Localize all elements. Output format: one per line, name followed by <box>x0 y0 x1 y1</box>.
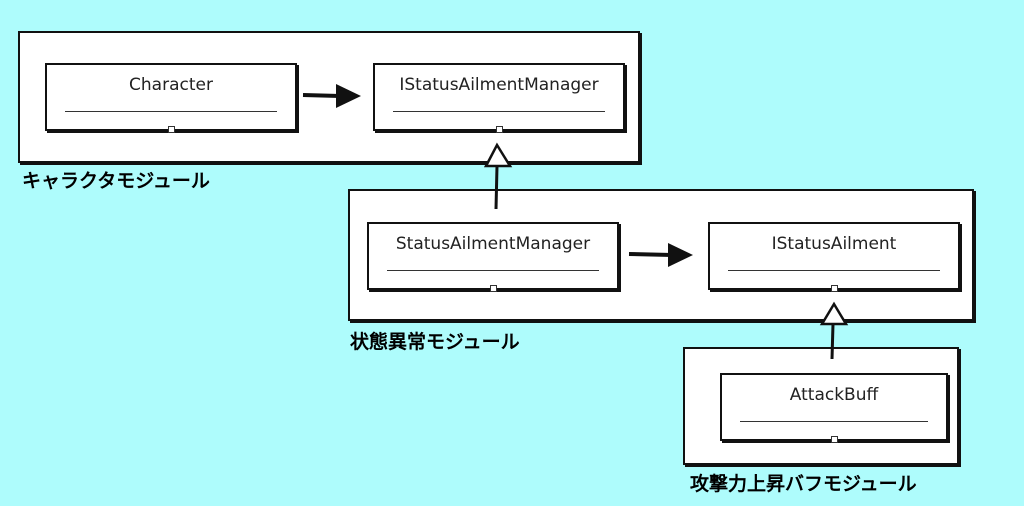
class-divider <box>65 111 277 112</box>
class-istatus-ailment-manager-name: IStatusAilmentManager <box>399 75 599 95</box>
class-istatus-ailment-manager[interactable]: IStatusAilmentManager <box>373 63 625 133</box>
realization-arrow-status-manager <box>483 142 513 210</box>
attack-buff-module-label: 攻撃力上昇バフモジュール <box>690 473 917 495</box>
resize-handle[interactable] <box>490 285 497 292</box>
dependency-arrow-status-manager <box>628 243 693 267</box>
class-character[interactable]: Character <box>45 63 297 133</box>
class-divider <box>740 421 928 422</box>
class-character-name: Character <box>129 75 213 95</box>
resize-handle[interactable] <box>831 436 838 443</box>
dependency-arrow-character <box>302 84 361 108</box>
resize-handle[interactable] <box>831 285 838 292</box>
class-status-ailment-manager[interactable]: StatusAilmentManager <box>367 222 619 292</box>
character-module-label: キャラクタモジュール <box>22 170 210 192</box>
class-istatus-ailment[interactable]: IStatusAilment <box>708 222 960 292</box>
class-divider <box>728 270 940 271</box>
resize-handle[interactable] <box>496 126 503 133</box>
class-divider <box>393 111 605 112</box>
class-istatus-ailment-name: IStatusAilment <box>771 234 897 254</box>
class-attack-buff-name: AttackBuff <box>789 385 879 405</box>
class-divider <box>387 270 599 271</box>
class-status-ailment-manager-name: StatusAilmentManager <box>395 234 591 254</box>
realization-arrow-attack-buff <box>819 301 849 360</box>
resize-handle[interactable] <box>168 126 175 133</box>
class-attack-buff[interactable]: AttackBuff <box>720 373 948 443</box>
status-ailment-module-label: 状態異常モジュール <box>350 331 520 353</box>
